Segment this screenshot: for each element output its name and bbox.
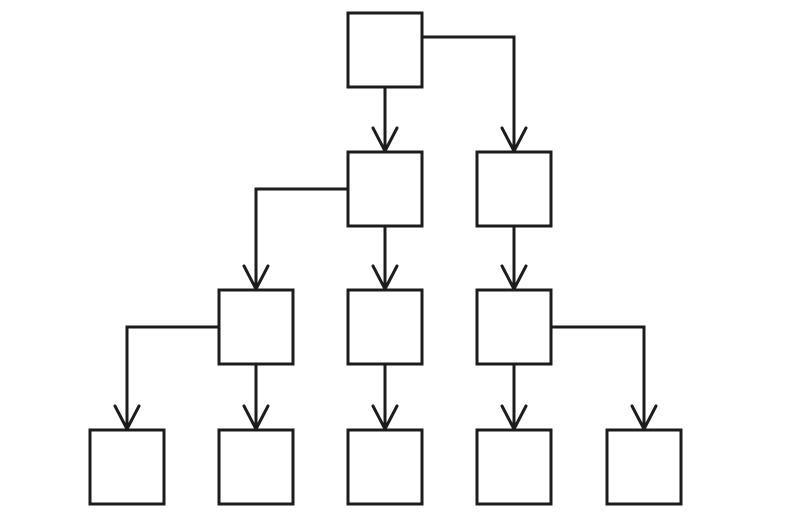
node-box-n4 <box>346 288 424 366</box>
node-box-n8 <box>346 428 424 506</box>
edge-n5-to-n10 <box>551 325 658 431</box>
edges-layer <box>113 35 658 431</box>
node-box-n0 <box>346 11 424 89</box>
edge-n0-to-n1 <box>371 87 399 153</box>
node-rect <box>346 288 424 366</box>
edge-line <box>254 187 348 290</box>
node-rect <box>475 428 553 506</box>
node-box-n2 <box>475 150 553 228</box>
node-rect <box>605 428 683 506</box>
edge-n1-to-n3 <box>242 187 348 291</box>
edge-line <box>125 325 219 430</box>
node-rect <box>475 150 553 228</box>
node-box-n3 <box>217 288 295 366</box>
node-rect <box>346 11 424 89</box>
node-box-n6 <box>88 428 166 506</box>
node-box-n5 <box>475 288 553 366</box>
edge-n1-to-n4 <box>371 226 399 291</box>
edge-n4-to-n8 <box>371 364 399 431</box>
edge-n3-to-n6 <box>113 325 219 431</box>
edge-n5-to-n9 <box>500 364 528 431</box>
node-box-n10 <box>605 428 683 506</box>
edge-line <box>551 325 646 430</box>
node-rect <box>346 150 424 228</box>
node-rect <box>88 428 166 506</box>
edge-n2-to-n5 <box>500 226 528 291</box>
node-rect <box>217 428 295 506</box>
node-box-n9 <box>475 428 553 506</box>
edge-n0-to-n2 <box>422 35 528 153</box>
node-rect <box>217 288 295 366</box>
node-rect <box>475 288 553 366</box>
edge-line <box>422 35 516 152</box>
node-box-n7 <box>217 428 295 506</box>
nodes-layer <box>88 11 683 506</box>
edge-n3-to-n7 <box>242 364 270 431</box>
node-box-n1 <box>346 150 424 228</box>
node-rect <box>346 428 424 506</box>
